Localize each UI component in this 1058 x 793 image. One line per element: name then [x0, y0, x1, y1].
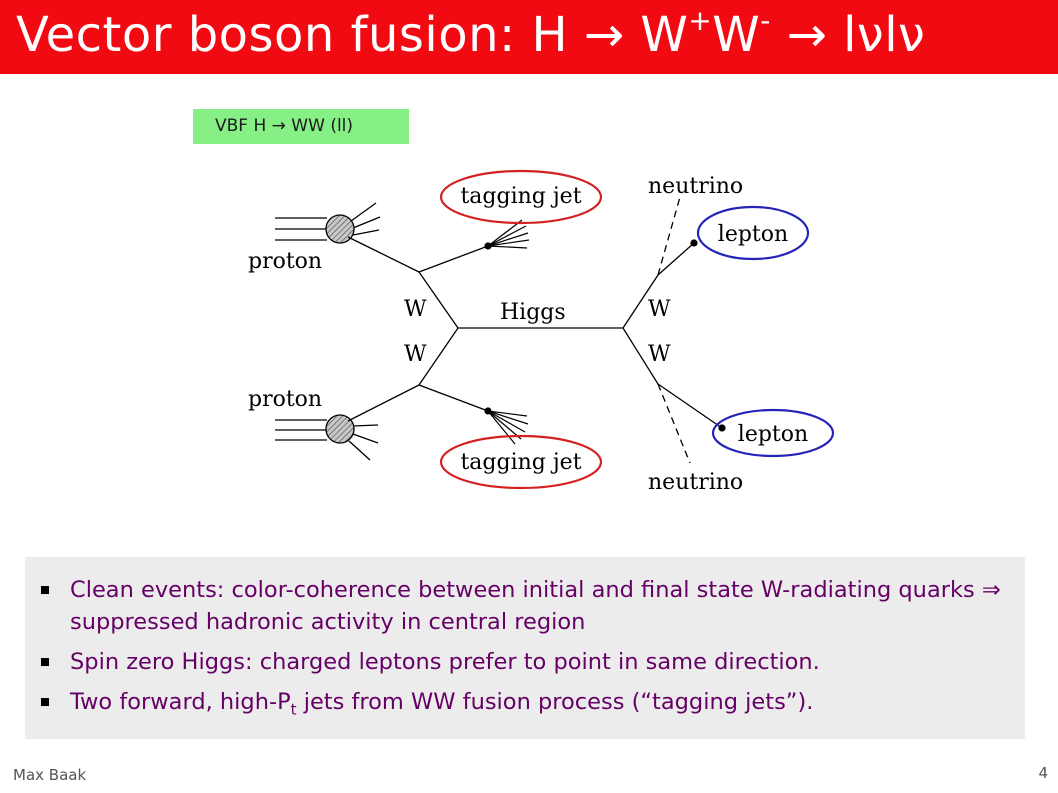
title-arrow: →	[583, 7, 625, 63]
tagging-jet-bottom-label: tagging jet	[460, 450, 581, 475]
process-tag: VBF H → WW (ll)	[193, 109, 409, 144]
proton-beam-bottom	[275, 419, 379, 461]
jet-spray-bottom	[487, 410, 529, 445]
lepton-bottom-label: lepton	[738, 422, 808, 447]
slide-title: Vector boson fusion: H → W+W- → lνlν	[16, 2, 925, 68]
bullet-text-after: jets from WW fusion process (“tagging je…	[296, 689, 814, 715]
bullet-text: Spin zero Higgs: charged leptons prefer …	[70, 649, 820, 675]
bullet-subscript: t	[290, 700, 297, 719]
tagging-jet-top-label: tagging jet	[460, 184, 581, 209]
proton-blob-top	[325, 214, 355, 244]
lepton-bottom-ellipse	[711, 408, 835, 458]
title-w2: W	[712, 7, 761, 63]
w-lower-left-label: W	[404, 342, 427, 367]
jet-spray-top	[487, 219, 530, 249]
proton-blob-bottom	[325, 414, 355, 444]
lepton-top-label: lepton	[718, 222, 788, 247]
lepton-vertex-top	[690, 239, 698, 247]
w-upper-left-label: W	[404, 297, 427, 322]
title-prefix: Vector boson fusion: H	[16, 7, 584, 63]
tagging-jet-bottom-ellipse	[439, 434, 603, 490]
bullet-square-icon	[41, 658, 49, 666]
title-bar: Vector boson fusion: H → W+W- → lνlν	[0, 0, 1058, 74]
bullet-square-icon	[41, 698, 49, 706]
bullet-item: Clean events: color-coherence between in…	[41, 574, 1007, 638]
w-lower-right-label: W	[648, 342, 671, 367]
bullet-list: Clean events: color-coherence between in…	[25, 557, 1025, 739]
propagator-lines	[347, 236, 723, 429]
bullet-item: Spin zero Higgs: charged leptons prefer …	[41, 646, 1007, 678]
neutrino-lines	[657, 196, 691, 464]
title-final: → lνlν	[770, 7, 926, 63]
page-number: 4	[1038, 764, 1048, 782]
title-w1: W	[624, 7, 689, 63]
bullet-text-before: Two forward, high-P	[70, 689, 291, 715]
lepton-top-ellipse	[696, 205, 810, 261]
jet-vertex-bottom	[484, 407, 492, 415]
higgs-label: Higgs	[500, 300, 566, 325]
bullet-text: Clean events: color-coherence between in…	[70, 577, 1001, 635]
bullet-item: Two forward, high-Pt jets from WW fusion…	[41, 686, 1007, 718]
title-sup-plus: +	[688, 4, 713, 37]
lepton-vertex-bottom	[718, 424, 726, 432]
w-upper-right-label: W	[648, 297, 671, 322]
jet-vertex-top	[484, 242, 492, 250]
proton-beam-top	[275, 202, 381, 241]
proton-top-label: proton	[248, 249, 322, 274]
title-sup-minus: -	[760, 4, 771, 37]
footer-author: Max Baak	[13, 766, 87, 784]
tagging-jet-top-ellipse	[439, 169, 603, 225]
bullet-square-icon	[41, 586, 49, 594]
neutrino-bottom-label: neutrino	[648, 470, 743, 495]
neutrino-top-label: neutrino	[648, 174, 743, 199]
proton-bottom-label: proton	[248, 387, 322, 412]
